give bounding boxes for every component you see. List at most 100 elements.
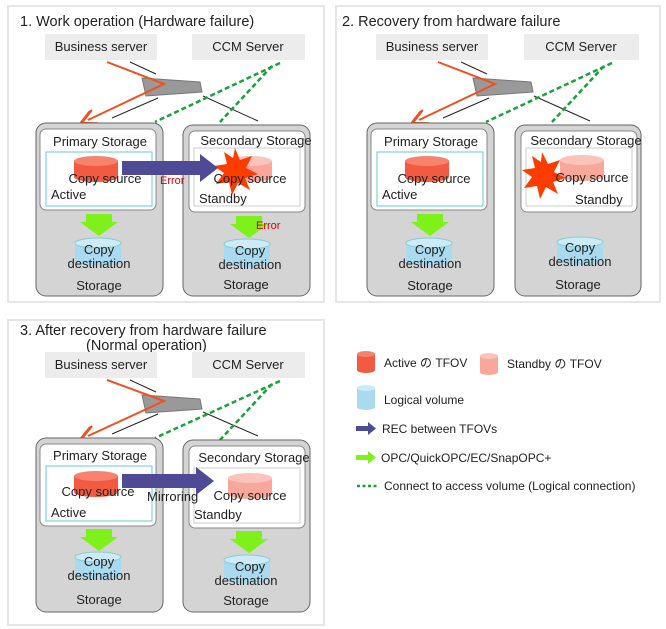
ccm-server-box <box>524 34 639 60</box>
network-link <box>533 95 591 122</box>
ccm-server-label: CCM Server <box>212 357 284 372</box>
legend-rec: REC between TFOVs <box>382 422 497 436</box>
panel-title: 2. Recovery from hardware failure <box>342 14 560 30</box>
network-link <box>442 97 490 119</box>
business-server-label: Business server <box>55 39 148 54</box>
network-link <box>460 61 488 75</box>
copy-destination-label: destination <box>68 568 131 583</box>
volume-top <box>556 236 604 248</box>
volume-top <box>223 238 271 250</box>
storage-label: Storage <box>407 278 453 293</box>
volume-top <box>228 473 272 483</box>
business-server-box <box>376 34 488 60</box>
active-label: Active <box>382 187 417 202</box>
copy-destination-label: destination <box>219 257 282 272</box>
legend-connection: Connect to access volume (Logical connec… <box>384 479 635 493</box>
active-tfov-volume <box>405 161 449 182</box>
copy-destination-label: Copy <box>565 240 596 255</box>
failure-burst-icon <box>214 148 258 195</box>
panel-3: 3. After recovery from hardware failure … <box>7 319 325 626</box>
standby-tfov-volume <box>228 478 272 499</box>
network-link <box>111 97 159 119</box>
switch-icon <box>472 77 534 97</box>
opc-arrow <box>230 531 268 553</box>
primary-storage-label: Primary Storage <box>53 448 147 463</box>
logical-connection-line <box>551 65 605 123</box>
panel-2: 2. Recovery from hardware failure Busine… <box>335 5 661 303</box>
switch-icon <box>141 77 203 97</box>
panel-1: 1. Work operation (Hardware failure) Bus… <box>7 5 325 303</box>
business-access-arrow <box>419 61 498 120</box>
active-tfov-volume <box>74 476 118 497</box>
standby-label: Standby <box>575 192 623 207</box>
logical-volume <box>406 243 452 266</box>
volume-top <box>223 554 271 566</box>
logical-connection-line <box>154 379 281 440</box>
primary-storage-label: Primary Storage <box>384 134 478 149</box>
volume-top <box>357 385 375 391</box>
legend-standby: Standby の TFOV <box>507 357 602 371</box>
copy-destination-label: destination <box>399 256 462 271</box>
rec-arrow-icon <box>356 422 376 435</box>
opc-arrow <box>80 214 118 236</box>
volume-top <box>74 156 118 166</box>
mirroring-label: Mirroring <box>147 489 198 504</box>
business-access-arrow <box>88 379 167 436</box>
logical-volume-icon <box>357 388 375 410</box>
volume-top <box>357 351 375 357</box>
business-server-label: Business server <box>55 357 148 372</box>
standby-tfov-icon <box>480 356 498 375</box>
standby-tfov-volume <box>560 160 604 181</box>
storage-label: Storage <box>223 277 269 292</box>
copy-destination-label: destination <box>68 256 131 271</box>
rec-error-label: Error <box>160 175 185 187</box>
business-server-label: Business server <box>386 39 479 54</box>
volume-top <box>480 353 498 359</box>
rec-arrow <box>122 154 218 182</box>
copy-destination-label: destination <box>549 254 612 269</box>
logical-volume <box>75 243 121 266</box>
network-link <box>202 95 259 122</box>
rec-arrow <box>122 467 214 495</box>
primary-storage-label: Primary Storage <box>53 134 147 149</box>
logical-volume <box>224 560 270 583</box>
legend: Active の TFOV Standby の TFOV Logical vol… <box>356 351 635 493</box>
panel-title: 1. Work operation (Hardware failure) <box>20 14 254 30</box>
volume-top <box>405 156 449 166</box>
panel-subtitle: (Normal operation) <box>86 338 207 354</box>
business-access-arrow <box>88 61 167 120</box>
volume-top <box>560 155 604 165</box>
logical-connection-line <box>485 61 613 124</box>
secondary-storage-label: Secondary Storage <box>200 133 311 148</box>
logical-volume <box>75 557 121 580</box>
copy-source-label: Copy source <box>556 170 629 185</box>
business-server-box <box>45 352 157 378</box>
copy-source-label: Copy source <box>214 488 287 503</box>
opc-arrow <box>230 216 268 238</box>
standby-label: Standby <box>194 507 242 522</box>
copy-source-label: Copy source <box>398 171 471 186</box>
storage-label: Storage <box>76 592 122 607</box>
panel-title: 3. After recovery from hardware failure <box>20 323 267 339</box>
legend-logical: Logical volume <box>384 393 464 407</box>
volume-top <box>74 237 122 249</box>
copy-source-label: Copy source <box>214 171 287 186</box>
copy-destination-label: Copy <box>415 242 446 257</box>
ccm-server-box <box>192 34 305 60</box>
secondary-storage-label: Secondary Storage <box>198 450 309 465</box>
network-link <box>129 61 157 75</box>
copy-destination-label: Copy <box>235 243 266 258</box>
network-link <box>129 379 157 393</box>
secondary-storage-label: Secondary Storage <box>530 133 641 148</box>
logical-connection-line <box>219 383 273 441</box>
volume-top <box>74 551 122 563</box>
copy-destination-label: Copy <box>84 242 115 257</box>
ccm-server-label: CCM Server <box>212 39 284 54</box>
legend-opc: OPC/QuickOPC/EC/SnapOPC+ <box>381 451 551 465</box>
copy-source-label: Copy source <box>62 484 135 499</box>
volume-top <box>74 471 118 481</box>
volume-top <box>405 237 453 249</box>
active-tfov-icon <box>357 354 375 373</box>
copy-destination-label: Copy <box>235 559 266 574</box>
switch-icon <box>141 394 203 414</box>
